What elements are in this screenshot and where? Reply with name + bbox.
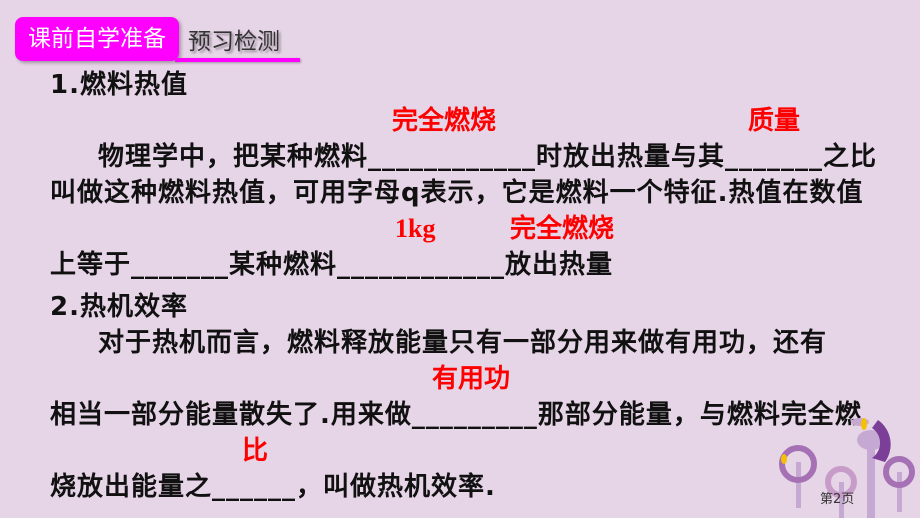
page-number: 第2页: [820, 492, 855, 507]
section2-line1: 对于热机而言，燃料释放能量只有一部分用来做有用功，还有: [98, 328, 828, 358]
flower-decoration-icon: [779, 418, 915, 518]
answer-3: 1kg: [395, 214, 436, 243]
section-subtitle: 预习检测: [188, 29, 280, 55]
section1-line2: 叫做这种燃料热值，可用字母q表示，它是燃料一个特征.热值在数值: [50, 178, 864, 208]
section1-title: 1.燃料热值: [50, 70, 188, 100]
section2-title: 2.热机效率: [50, 292, 188, 322]
section2-line2: 相当一部分能量散失了.用来做_________那部分能量，与燃料完全燃: [50, 400, 862, 430]
section1-line1: 物理学中，把某种燃料____________时放出热量与其_______之比: [98, 142, 878, 172]
answer-2: 质量: [748, 106, 801, 136]
answer-4: 完全燃烧: [510, 214, 615, 244]
section1-line3: 上等于_______某种燃料____________放出热量: [50, 250, 614, 280]
answer-1: 完全燃烧: [392, 106, 497, 136]
section2-line3: 烧放出能量之______，叫做热机效率.: [50, 472, 496, 502]
answer-6: 比: [242, 436, 269, 466]
subtitle-underline: [175, 58, 300, 62]
section-tag: 课前自学准备: [15, 17, 179, 61]
answer-5: 有用功: [432, 364, 511, 394]
